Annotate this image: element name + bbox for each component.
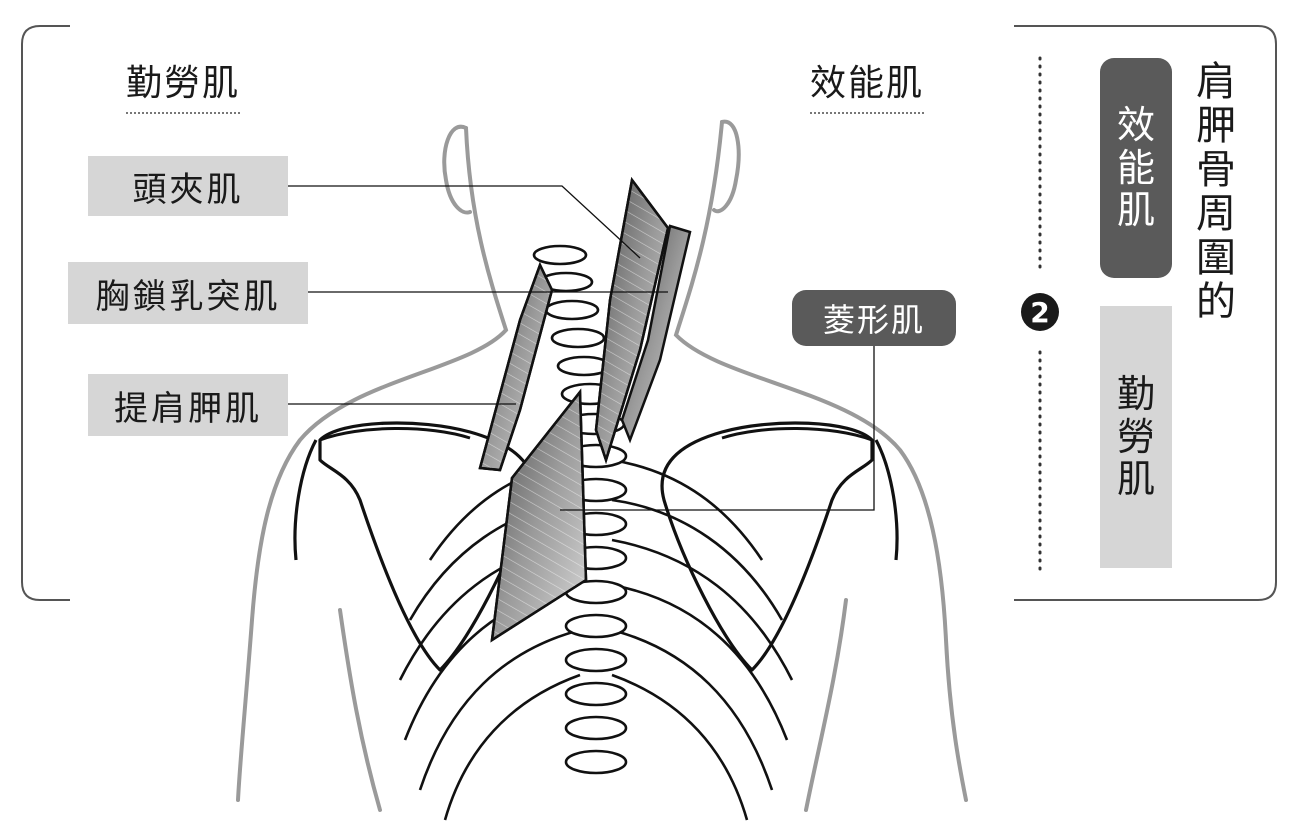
- spine: [532, 244, 628, 775]
- ribs: [398, 458, 794, 821]
- skeleton-lines: [293, 421, 899, 672]
- leader-lines: [288, 185, 875, 511]
- box-efficient-muscle: 效 能 肌: [1100, 58, 1172, 278]
- label-levator-scapulae: 提肩胛肌: [88, 374, 288, 436]
- label-sternocleidomastoid: 胸鎖乳突肌: [68, 262, 308, 324]
- muscle-splenius-capitis: [594, 176, 692, 465]
- body-silhouette: [236, 119, 968, 812]
- label-splenius-capitis: 頭夾肌: [88, 156, 288, 216]
- box-hardworking-muscle: 勤 勞 肌: [1100, 306, 1172, 568]
- legend-efficient: 效能肌: [810, 66, 925, 114]
- side-title-vertical: 肩 胛 骨 周 圍 的: [1196, 59, 1236, 325]
- legend-hardworking-underline: [126, 112, 241, 114]
- muscle-levator-scapulae: [478, 261, 554, 472]
- legend-hardworking: 勤勞肌: [126, 66, 241, 114]
- step-number-badge: 2: [1021, 293, 1059, 331]
- legend-efficient-underline: [810, 112, 925, 114]
- label-rhomboid: 菱形肌: [792, 290, 956, 346]
- muscle-rhomboid: [490, 388, 588, 643]
